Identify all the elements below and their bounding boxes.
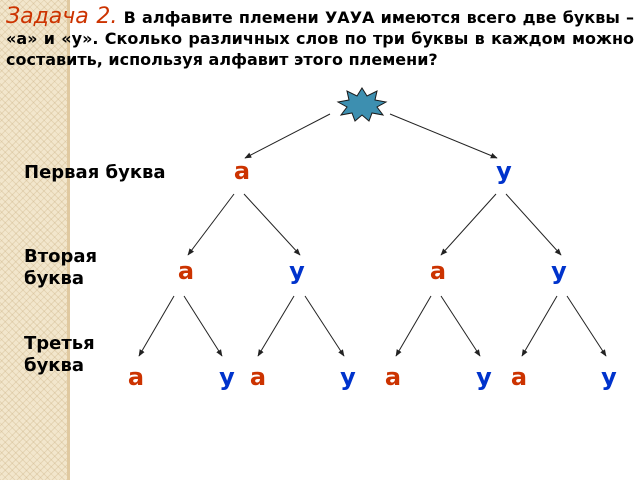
node-l3-4: а bbox=[384, 363, 402, 391]
node-l2-3: у bbox=[551, 257, 567, 285]
root-star-icon bbox=[336, 87, 388, 122]
node-l3-1: у bbox=[219, 363, 235, 391]
tree-edge-arrow bbox=[566, 295, 607, 357]
node-l3-3: у bbox=[340, 363, 356, 391]
tree-edge-arrow bbox=[389, 113, 498, 159]
decorative-side-strip bbox=[0, 0, 70, 480]
tree-edge-arrow bbox=[187, 193, 235, 256]
tree-edges bbox=[138, 113, 607, 357]
tree-edge-arrow bbox=[505, 193, 562, 256]
label-third-letter: Третья буква bbox=[24, 333, 95, 376]
tree-edge-arrow bbox=[257, 295, 295, 357]
label-second-letter: Вторая буква bbox=[24, 246, 98, 289]
node-l3-0: а bbox=[127, 363, 145, 391]
problem-title: Задача 2. bbox=[6, 4, 118, 29]
tree-edge-arrow bbox=[183, 295, 223, 357]
tree-edge-arrow bbox=[521, 295, 558, 357]
tree-edge-arrow bbox=[244, 113, 331, 159]
tree-edge-arrow bbox=[395, 295, 432, 357]
node-l1-1: у bbox=[496, 157, 512, 185]
node-l3-5: у bbox=[476, 363, 492, 391]
tree-edge-arrow bbox=[304, 295, 345, 357]
label-first-letter: Первая буква bbox=[24, 162, 166, 183]
node-l1-0: а bbox=[233, 157, 251, 185]
node-l2-2: а bbox=[429, 257, 447, 285]
node-l2-0: а bbox=[177, 257, 195, 285]
problem-statement: Задача 2. В алфавите племени УАУА имеютс… bbox=[6, 6, 634, 70]
tree-edge-arrow bbox=[440, 295, 481, 357]
problem-text: В алфавите племени УАУА имеются всего дв… bbox=[6, 8, 635, 69]
node-l3-7: у bbox=[601, 363, 617, 391]
node-l3-6: а bbox=[510, 363, 528, 391]
tree-edge-arrow bbox=[138, 295, 175, 357]
node-l2-1: у bbox=[289, 257, 305, 285]
tree-edge-arrow bbox=[243, 193, 301, 256]
tree-edge-arrow bbox=[440, 193, 497, 256]
node-l3-2: а bbox=[249, 363, 267, 391]
